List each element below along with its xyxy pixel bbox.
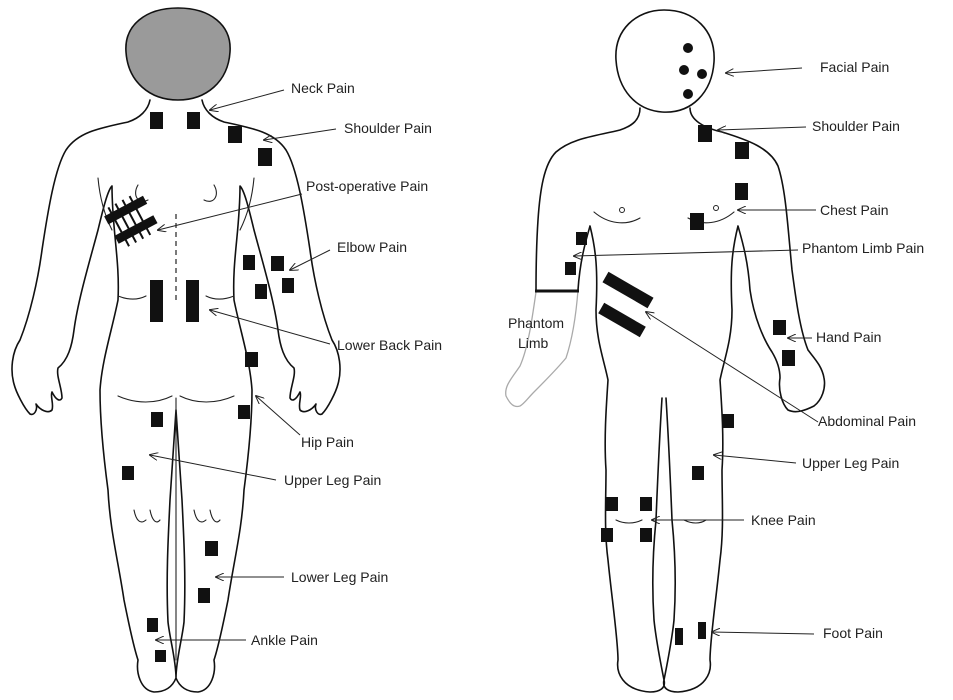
label-shoulder-pain-front: Shoulder Pain: [812, 118, 900, 134]
arrow-lower-back: [210, 310, 330, 344]
front-nipple-left: [620, 208, 625, 213]
electrode-pad: [782, 350, 795, 366]
electrode-pad: [735, 142, 749, 159]
facial-dot: [683, 43, 693, 53]
electrode-pad: [698, 622, 706, 639]
electrode-pad: [255, 284, 267, 299]
arrow-neck: [210, 90, 284, 110]
electrode-pad: [773, 320, 786, 335]
arrow-post-op: [158, 194, 302, 230]
back-figure: Neck Pain Shoulder Pain Post-operative P…: [12, 8, 442, 692]
label-phantom-limb-pain: Phantom Limb Pain: [802, 240, 924, 256]
arrow-facial: [726, 68, 802, 73]
electrode-pad: [155, 650, 166, 662]
label-neck-pain: Neck Pain: [291, 80, 355, 96]
label-facial-pain: Facial Pain: [820, 59, 889, 75]
electrode-pad: [576, 232, 587, 245]
back-head: [126, 8, 230, 100]
label-chest-pain: Chest Pain: [820, 202, 888, 218]
arrow-hip: [256, 396, 300, 435]
facial-dot: [683, 89, 693, 99]
label-lower-leg-pain: Lower Leg Pain: [291, 569, 388, 585]
back-waist-left: [118, 296, 146, 299]
back-waist-right: [206, 296, 234, 299]
label-upper-leg-pain-front: Upper Leg Pain: [802, 455, 899, 471]
electrode-pad: [698, 125, 712, 142]
label-lower-back-pain: Lower Back Pain: [337, 337, 442, 353]
label-elbow-pain: Elbow Pain: [337, 239, 407, 255]
electrode-pad: [147, 618, 158, 632]
label-hip-pain: Hip Pain: [301, 434, 354, 450]
electrode-pad: [151, 412, 163, 427]
electrode-pad: [722, 414, 734, 428]
electrode-pad: [271, 256, 284, 271]
label-ankle-pain: Ankle Pain: [251, 632, 318, 648]
label-limb: Limb: [518, 335, 549, 351]
electrode-pad: [735, 183, 748, 200]
electrode-pad: [122, 466, 134, 480]
label-foot-pain: Foot Pain: [823, 625, 883, 641]
electrode-pad: [258, 148, 272, 166]
electrode-pad: [601, 528, 613, 542]
arrow-foot: [712, 632, 814, 634]
arrow-upper-leg-front: [714, 455, 796, 463]
label-shoulder-pain: Shoulder Pain: [344, 120, 432, 136]
electrode-pad: [606, 497, 618, 511]
label-upper-leg-pain: Upper Leg Pain: [284, 472, 381, 488]
label-hand-pain: Hand Pain: [816, 329, 881, 345]
electrode-pad: [186, 280, 199, 322]
label-post-operative-pain: Post-operative Pain: [306, 178, 428, 194]
electrode-pad: [228, 126, 242, 143]
label-knee-pain: Knee Pain: [751, 512, 816, 528]
facial-dot: [697, 69, 707, 79]
back-knee-left: [134, 510, 160, 522]
label-abdominal-pain: Abdominal Pain: [818, 413, 916, 429]
electrode-pad: [205, 541, 218, 556]
arrow-shoulder-front: [718, 127, 806, 130]
arrow-abdominal: [646, 312, 818, 422]
abdominal-pads: [598, 272, 653, 337]
facial-dot: [679, 65, 689, 75]
front-head: [616, 10, 714, 112]
label-phantom: Phantom: [508, 315, 564, 331]
front-figure: Facial Pain Shoulder Pain Chest Pain Pha…: [506, 10, 924, 692]
front-knee-left: [616, 520, 642, 523]
electrode-pad: [150, 280, 163, 322]
electrode-pad: [640, 497, 652, 511]
arrow-phantom-limb-pain: [574, 250, 798, 256]
electrode-pad: [565, 262, 576, 275]
front-body-outline: [536, 108, 825, 692]
electrode-pad: [675, 628, 683, 645]
electrode-pad: [282, 278, 294, 293]
arrow-shoulder: [264, 129, 336, 140]
back-scar: [101, 190, 161, 250]
back-knee-right: [194, 510, 220, 522]
electrode-pad: [692, 466, 704, 480]
front-chest-line: [594, 212, 734, 223]
electrode-pad: [640, 528, 652, 542]
electrode-pad: [243, 255, 255, 270]
electrode-pad: [238, 405, 250, 419]
back-blade-right: [204, 185, 216, 201]
electrode-pad: [198, 588, 210, 603]
arrow-upper-leg: [150, 455, 276, 480]
front-nipple-right: [714, 206, 719, 211]
electrode-pad: [690, 213, 704, 230]
electrode-pad: [150, 112, 163, 129]
electrode-pad: [245, 352, 258, 367]
electrode-pad: [187, 112, 200, 129]
